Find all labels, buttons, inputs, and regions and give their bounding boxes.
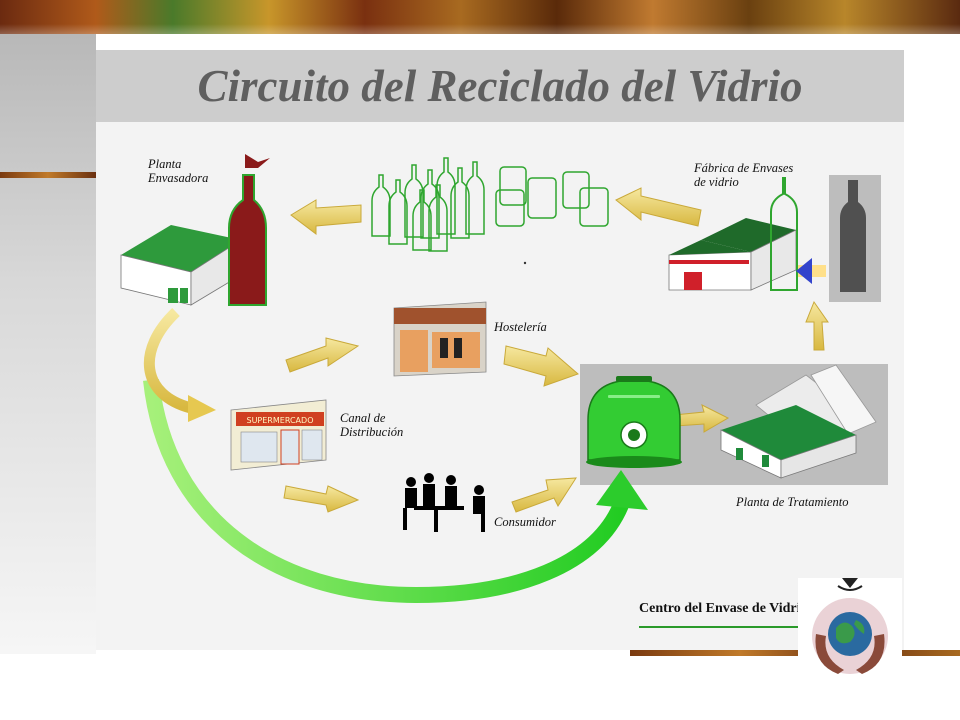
fabrica-icon [668,175,881,302]
decorative-dot [523,261,527,265]
arrow-planta-to-canal [143,308,216,422]
label-canal-line1: Canal de [340,411,386,425]
decorative-left-shade [0,34,96,654]
globe-hands-logo-icon [798,578,902,684]
arrow-canal-to-hosteleria [285,337,360,373]
diagram-artwork: SUPERMERCADO [120,154,881,604]
label-canal-distribucion: Canal de Distribución [340,411,403,439]
consumidor-icon [403,473,485,532]
label-planta-envasadora: Planta Envasadora [148,157,208,185]
arrow-hosteleria-to-container [503,345,579,387]
hosteleria-icon [393,301,487,377]
label-fabrica-line2: de vidrio [694,175,739,189]
footer-organization: Centro del Envase de Vidrio [639,601,799,616]
arrow-canal-to-consumidor [283,485,360,513]
label-canal-line2: Distribución [340,425,404,439]
recycling-container-icon [586,376,682,468]
label-planta-envasadora-line2: Envasadora [148,171,209,185]
decorative-top-strip [0,0,960,34]
title-bar: Circuito del Reciclado del Vidrio [96,50,904,122]
arrow-container-to-treatment [673,404,730,433]
arrow-bottles-to-planta [290,199,362,236]
planta-tratamiento-icon [720,364,877,479]
label-hosteleria: Hostelería [494,320,547,334]
label-planta-tratamiento: Planta de Tratamiento [736,495,849,509]
arrow-consumidor-to-container [511,477,577,513]
label-fabrica: Fábrica de Envases de vidrio [694,161,793,189]
planta-envasadora-icon [120,154,270,306]
canal-distribucion-icon: SUPERMERCADO [230,399,327,471]
diagram-title: Circuito del Reciclado del Vidrio [197,61,803,111]
label-consumidor: Consumidor [494,515,556,529]
decorative-left-band [0,172,96,178]
shop-sign-text: SUPERMERCADO [246,416,313,425]
decorative-bottom-band [630,650,960,656]
arrow-treatment-to-fabrica [805,300,829,351]
diagram-panel: Circuito del Reciclado del Vidrio [96,50,904,650]
green-return-arrow [143,379,648,604]
footer-underline [639,626,809,628]
arrow-fabrica-to-bottles [615,187,702,227]
label-planta-envasadora-line1: Planta [148,157,182,171]
label-fabrica-line1: Fábrica de Envases [694,161,794,175]
glass-bottles-icon [371,157,609,252]
